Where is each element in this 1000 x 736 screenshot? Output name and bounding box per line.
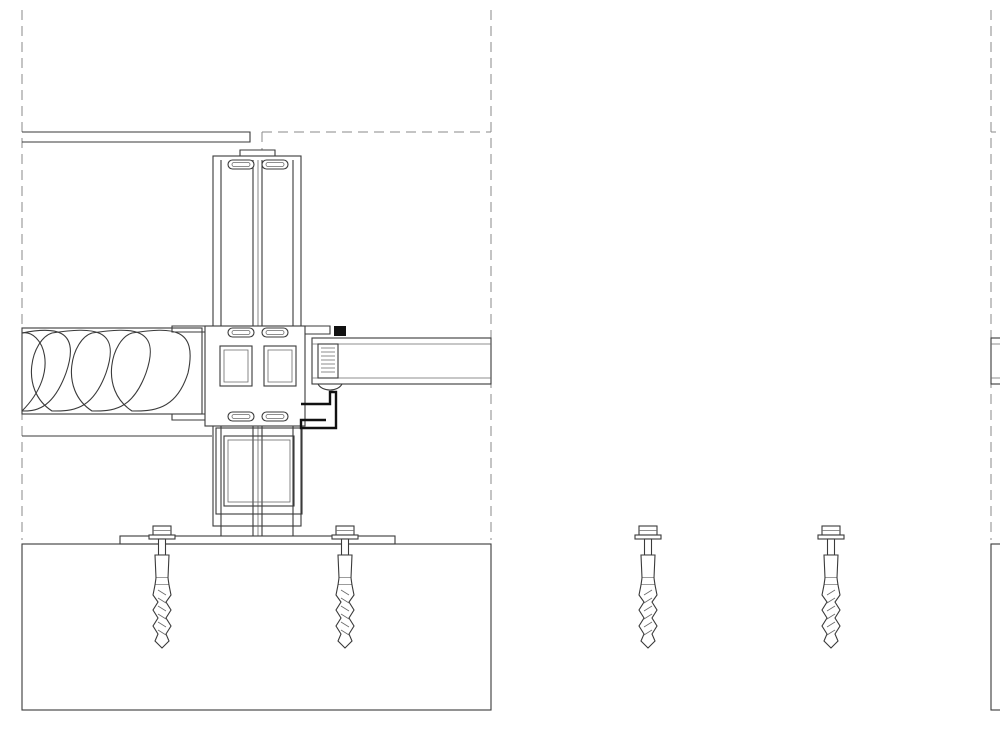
right-frame-section xyxy=(634,10,1000,710)
left-frame-section xyxy=(22,10,491,710)
